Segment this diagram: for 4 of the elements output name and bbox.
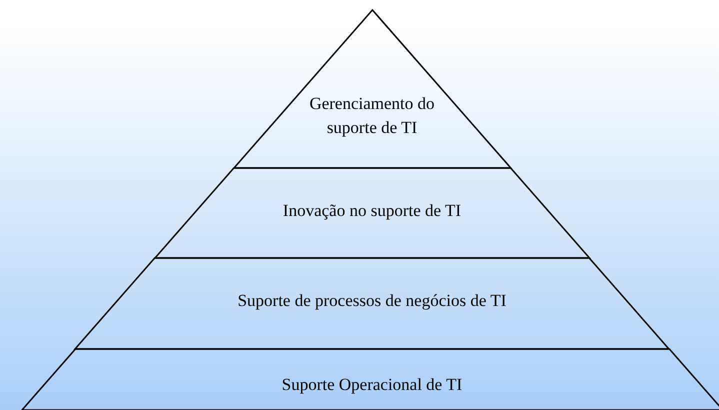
tier-label: Suporte de processos de negócios de TI <box>236 290 508 312</box>
tier-label: Inovação no suporte de TI <box>282 200 462 222</box>
tier-label: Suporte Operacional de TI <box>280 374 464 396</box>
tier-label: Gerenciamento do suporte de TI <box>308 93 436 139</box>
